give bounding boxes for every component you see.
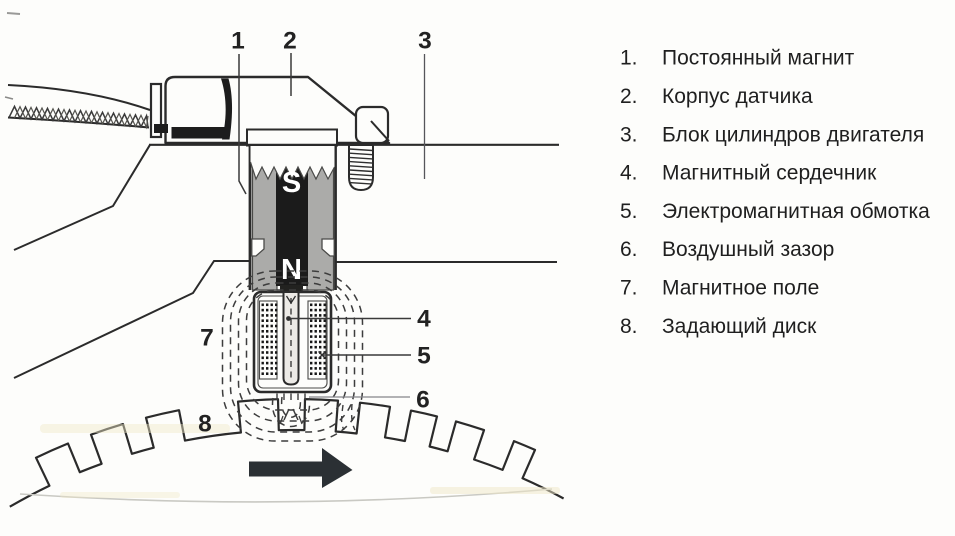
svg-text:3: 3 [418,28,432,55]
svg-text:6.: 6. [620,238,638,261]
svg-text:Магнитный сердечник: Магнитный сердечник [662,162,877,185]
svg-text:Воздушный зазор: Воздушный зазор [662,238,834,261]
svg-text:7: 7 [200,325,214,352]
svg-text:6: 6 [416,387,430,414]
svg-text:5: 5 [417,343,431,370]
svg-text:8: 8 [198,411,212,438]
svg-text:Блок цилиндров двигателя: Блок цилиндров двигателя [662,123,924,146]
svg-text:2.: 2. [620,85,638,108]
svg-text:8.: 8. [620,315,638,338]
svg-text:3.: 3. [620,123,638,146]
svg-text:Постоянный магнит: Постоянный магнит [662,47,855,70]
svg-text:S: S [282,167,301,199]
svg-text:Электромагнитная обмотка: Электромагнитная обмотка [662,200,930,223]
svg-text:2: 2 [283,28,297,55]
svg-text:1.: 1. [620,47,638,70]
svg-text:Магнитное поле: Магнитное поле [662,277,819,300]
svg-text:N: N [281,254,302,286]
svg-text:7.: 7. [620,277,638,300]
svg-text:5.: 5. [620,200,638,223]
svg-text:4: 4 [417,306,431,333]
svg-text:Корпус датчика: Корпус датчика [662,85,813,108]
svg-text:1: 1 [231,28,245,55]
svg-text:4.: 4. [620,162,638,185]
svg-text:Задающий диск: Задающий диск [662,315,817,338]
